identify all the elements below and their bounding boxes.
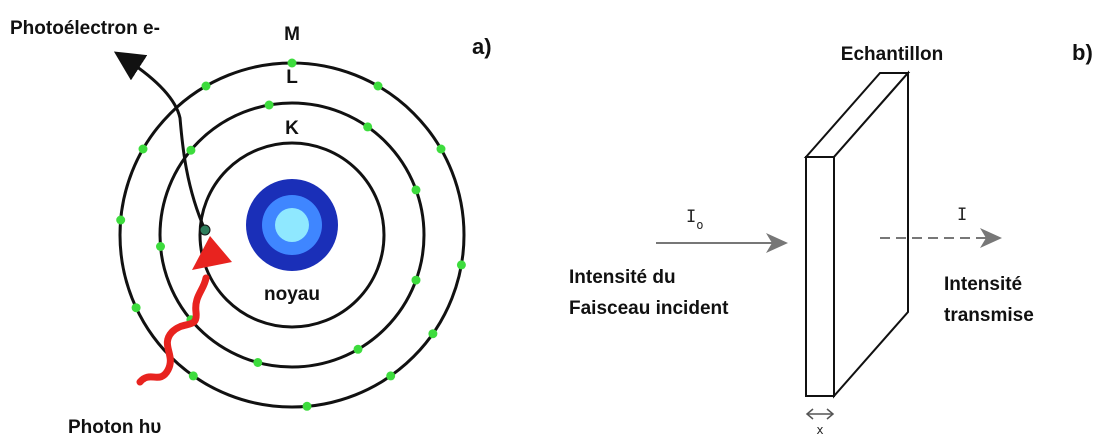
nucleus-label: noyau bbox=[264, 284, 320, 305]
photon-arrowhead-icon bbox=[192, 236, 232, 270]
electron-dot bbox=[436, 144, 446, 154]
electron-dot bbox=[411, 275, 421, 285]
shell-m-label: M bbox=[284, 24, 300, 45]
transmitted-label-line2: transmise bbox=[944, 305, 1034, 326]
electron-dot bbox=[156, 242, 165, 251]
electron-dot bbox=[386, 371, 396, 381]
incident-intensity-symbol: Io bbox=[686, 207, 703, 232]
sample-front-face bbox=[805, 156, 835, 397]
vacancy-dot bbox=[199, 224, 211, 236]
shell-k-label: K bbox=[285, 118, 299, 139]
electron-dot bbox=[411, 185, 421, 195]
sample-label: Echantillon bbox=[841, 44, 943, 65]
photoelectron-path-arrow bbox=[113, 51, 207, 231]
electron-dot bbox=[138, 144, 148, 154]
photon-label: Photon hυ bbox=[68, 417, 161, 437]
photon-wave-icon bbox=[136, 274, 210, 386]
electron-dot bbox=[253, 358, 263, 367]
shell-k-orbit bbox=[198, 141, 386, 329]
shell-l-label: L bbox=[286, 67, 298, 88]
electron-dot bbox=[131, 303, 141, 313]
transmitted-intensity-symbol: I bbox=[957, 205, 967, 225]
electron-dots bbox=[116, 58, 466, 411]
incident-label-line1: Intensité du bbox=[569, 267, 676, 288]
panel-b-transmission: Echantillon b) Io I Intensité du Faiscea… bbox=[569, 40, 1093, 437]
shell-l-orbit bbox=[158, 101, 426, 369]
transmitted-label-line1: Intensité bbox=[944, 274, 1022, 295]
electron-dot bbox=[287, 58, 297, 68]
nucleus bbox=[246, 179, 338, 271]
electron-dot bbox=[116, 215, 126, 225]
electron-dot bbox=[428, 329, 438, 339]
electron-dot bbox=[373, 81, 383, 91]
incident-label-line2: Faisceau incident bbox=[569, 298, 729, 319]
electron-dot bbox=[264, 100, 274, 110]
electron-dot bbox=[456, 260, 466, 270]
electron-dot bbox=[302, 401, 312, 411]
electron-dot bbox=[363, 122, 373, 132]
electron-dot bbox=[353, 344, 363, 354]
thickness-indicator bbox=[805, 408, 835, 420]
panel-b-tag: b) bbox=[1072, 40, 1093, 65]
photoelectron-label: Photoélectron e- bbox=[10, 18, 160, 39]
panel-a-tag: a) bbox=[472, 34, 492, 59]
nucleus-core bbox=[275, 208, 309, 242]
electron-dot bbox=[186, 145, 196, 155]
electron-dot bbox=[201, 81, 211, 91]
electron-dot bbox=[188, 371, 198, 381]
panel-a-atom: Photoélectron e- M L K noyau Photon hυ a… bbox=[10, 18, 492, 437]
thickness-symbol: x bbox=[816, 423, 823, 437]
sample-slab bbox=[803, 70, 911, 399]
